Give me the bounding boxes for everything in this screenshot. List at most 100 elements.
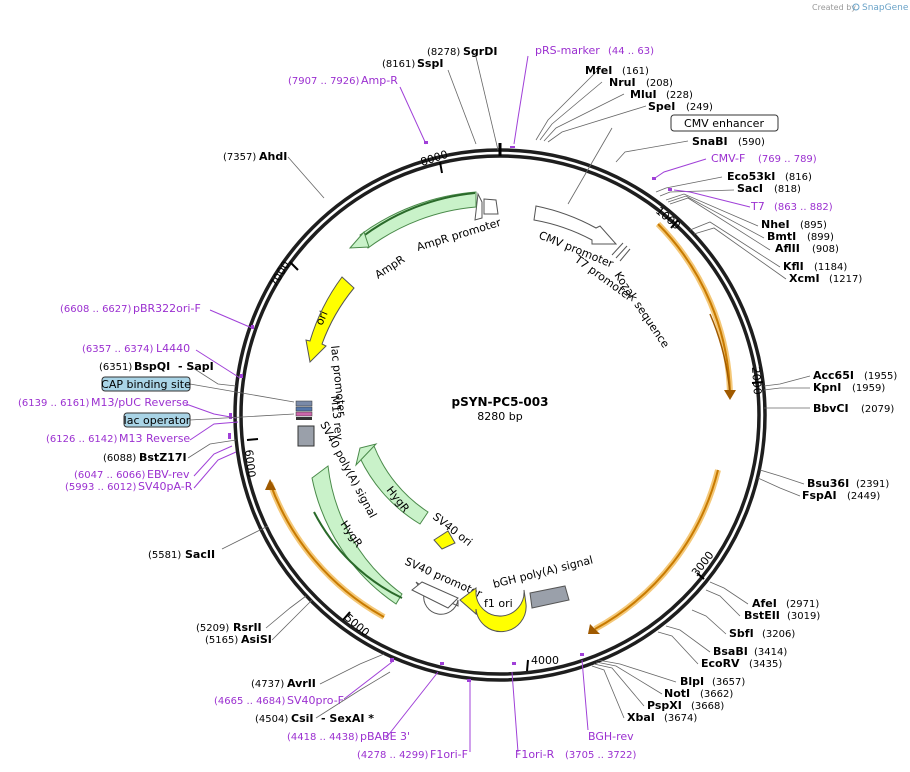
tick-label: 2000 [749,366,764,395]
enzyme-name: NotI [664,687,690,700]
feature-label-m13-rev: M13 rev [328,395,346,441]
enzyme-name: KpnI [813,381,841,394]
enzyme-name: - SexAI * [321,712,374,725]
enzyme-name: AfeI [752,597,777,610]
enzyme-name: BstEII [744,609,780,622]
feature-label-ampr: AmpR [373,253,408,282]
enzyme-name: BspQI [134,360,170,373]
primer-range: (6608 .. 6627) [60,304,132,315]
enzyme-name: Eco53kI [727,170,775,183]
enzyme-pos: (3668) [691,701,724,712]
enzyme-pos: (899) [807,232,834,243]
enzyme-name: SpeI [648,100,675,113]
enzyme-name: FspAI [802,489,837,502]
enzyme-pos: (3657) [712,677,745,688]
credit-prefix: Created by [812,3,856,12]
enzyme-pos: (3662) [700,689,733,700]
enzyme-pos: (2079) [861,404,894,415]
enzyme-name: XcmI [789,272,820,285]
tick-label: 4000 [531,654,559,667]
enzyme-pos: (908) [812,244,839,255]
enzyme-pos: (5165) [205,635,238,646]
snapgene-logo-icon [852,3,860,11]
enzyme-pos: (1184) [814,262,847,273]
cap-binding-site-box [101,376,191,392]
enzyme-name: BbvCI [813,402,849,415]
cmv-enhancer-label: CMV enhancer [684,117,764,130]
enzyme-pos: (249) [686,102,713,113]
primer-labels: pRS-marker (44 .. 63) (7907 .. 7926) Amp… [18,44,833,761]
enzyme-name: MfeI [585,64,612,77]
tick-label: 7000 [267,259,292,290]
enzyme-pos: (816) [785,172,812,183]
enzyme-pos: (2449) [847,491,880,502]
primer-name: CMV-F [711,152,745,165]
enzyme-name: AvrII [287,677,316,690]
enzyme-pos: (1955) [864,371,897,382]
primer-range: (6357 .. 6374) [82,344,154,355]
primer-range: (7907 .. 7926) [288,76,360,87]
enzyme-name: NheI [761,218,790,231]
enzyme-name: KflI [783,260,804,273]
primer-name: M13 Reverse [119,432,190,445]
primer-name: SV40pro-F [287,694,344,707]
primer-name: BGH-rev [588,730,634,743]
enzyme-name: PspXI [647,699,682,712]
primer-marks [228,141,672,682]
primer-name: SV40pA-R [138,480,193,493]
primer-range: (6047 .. 6066) [74,470,146,481]
plasmid-length: 8280 bp [477,410,522,423]
enzyme-name: AflII [775,242,800,255]
enzyme-pos: (5209) [196,623,229,634]
enzyme-leaders [187,56,811,719]
enzyme-name: Acc65I [813,369,854,382]
enzyme-name: Bsu36I [807,477,849,490]
primer-name: F1ori-R [515,748,555,761]
primer-range: (3705 .. 3722) [565,750,637,761]
feature-label-ori: ori [313,309,331,327]
primer-name: L4440 [156,342,190,355]
lac-operator-box [123,412,191,428]
enzyme-pos: (590) [738,137,765,148]
enzyme-name: SacII [185,548,215,561]
primer-range: (4665 .. 4684) [214,696,286,707]
enzyme-name: SgrDI [463,45,497,58]
enzyme-name: MluI [630,88,657,101]
outer-orange-features [265,221,736,634]
enzyme-pos: (3674) [664,713,697,724]
enzyme-pos: (5581) [148,550,181,561]
enzyme-name: BsaBI [713,645,748,658]
enzyme-name: SbfI [729,627,754,640]
enzyme-pos: (2971) [786,599,819,610]
lac-operator-label: lac operator [124,414,191,427]
backbone [233,143,767,682]
primer-range: (6126 .. 6142) [46,434,118,445]
enzyme-labels: (8278) SgrDI (8161) SspI MfeI (161) NruI… [99,45,897,725]
primer-range: (4278 .. 4299) [357,750,429,761]
primer-name: M13/pUC Reverse [91,396,189,409]
enzyme-pos: (3435) [749,659,782,670]
enzyme-pos: (228) [666,90,693,101]
plasmid-name: pSYN-PC5-003 [452,395,549,409]
primer-name: F1ori-F [430,748,468,761]
feature-label-kozak: Kozak sequence [612,269,673,350]
primer-range: (4418 .. 4438) [287,732,359,743]
enzyme-name: AsiSI [241,633,272,646]
primer-range: (6139 .. 6161) [18,398,90,409]
boxed-labels: CMV enhancer CAP binding site lac operat… [101,114,779,428]
enzyme-name: BstZ17I [139,451,187,464]
primer-range: (863 .. 882) [774,202,833,213]
enzyme-pos: (3414) [754,647,787,658]
enzyme-pos: (895) [800,220,827,231]
primer-range: (5993 .. 6012) [65,482,137,493]
cmv-enhancer-box [670,114,779,132]
enzyme-pos: (6088) [103,453,136,464]
enzyme-pos: (2391) [856,479,889,490]
primer-name: pBR322ori-F [133,302,201,315]
cap-binding-site-label: CAP binding site [101,378,191,391]
enzyme-name: NruI [609,76,636,89]
enzyme-pos: (7357) [223,152,256,163]
enzyme-pos: (4504) [255,714,288,725]
